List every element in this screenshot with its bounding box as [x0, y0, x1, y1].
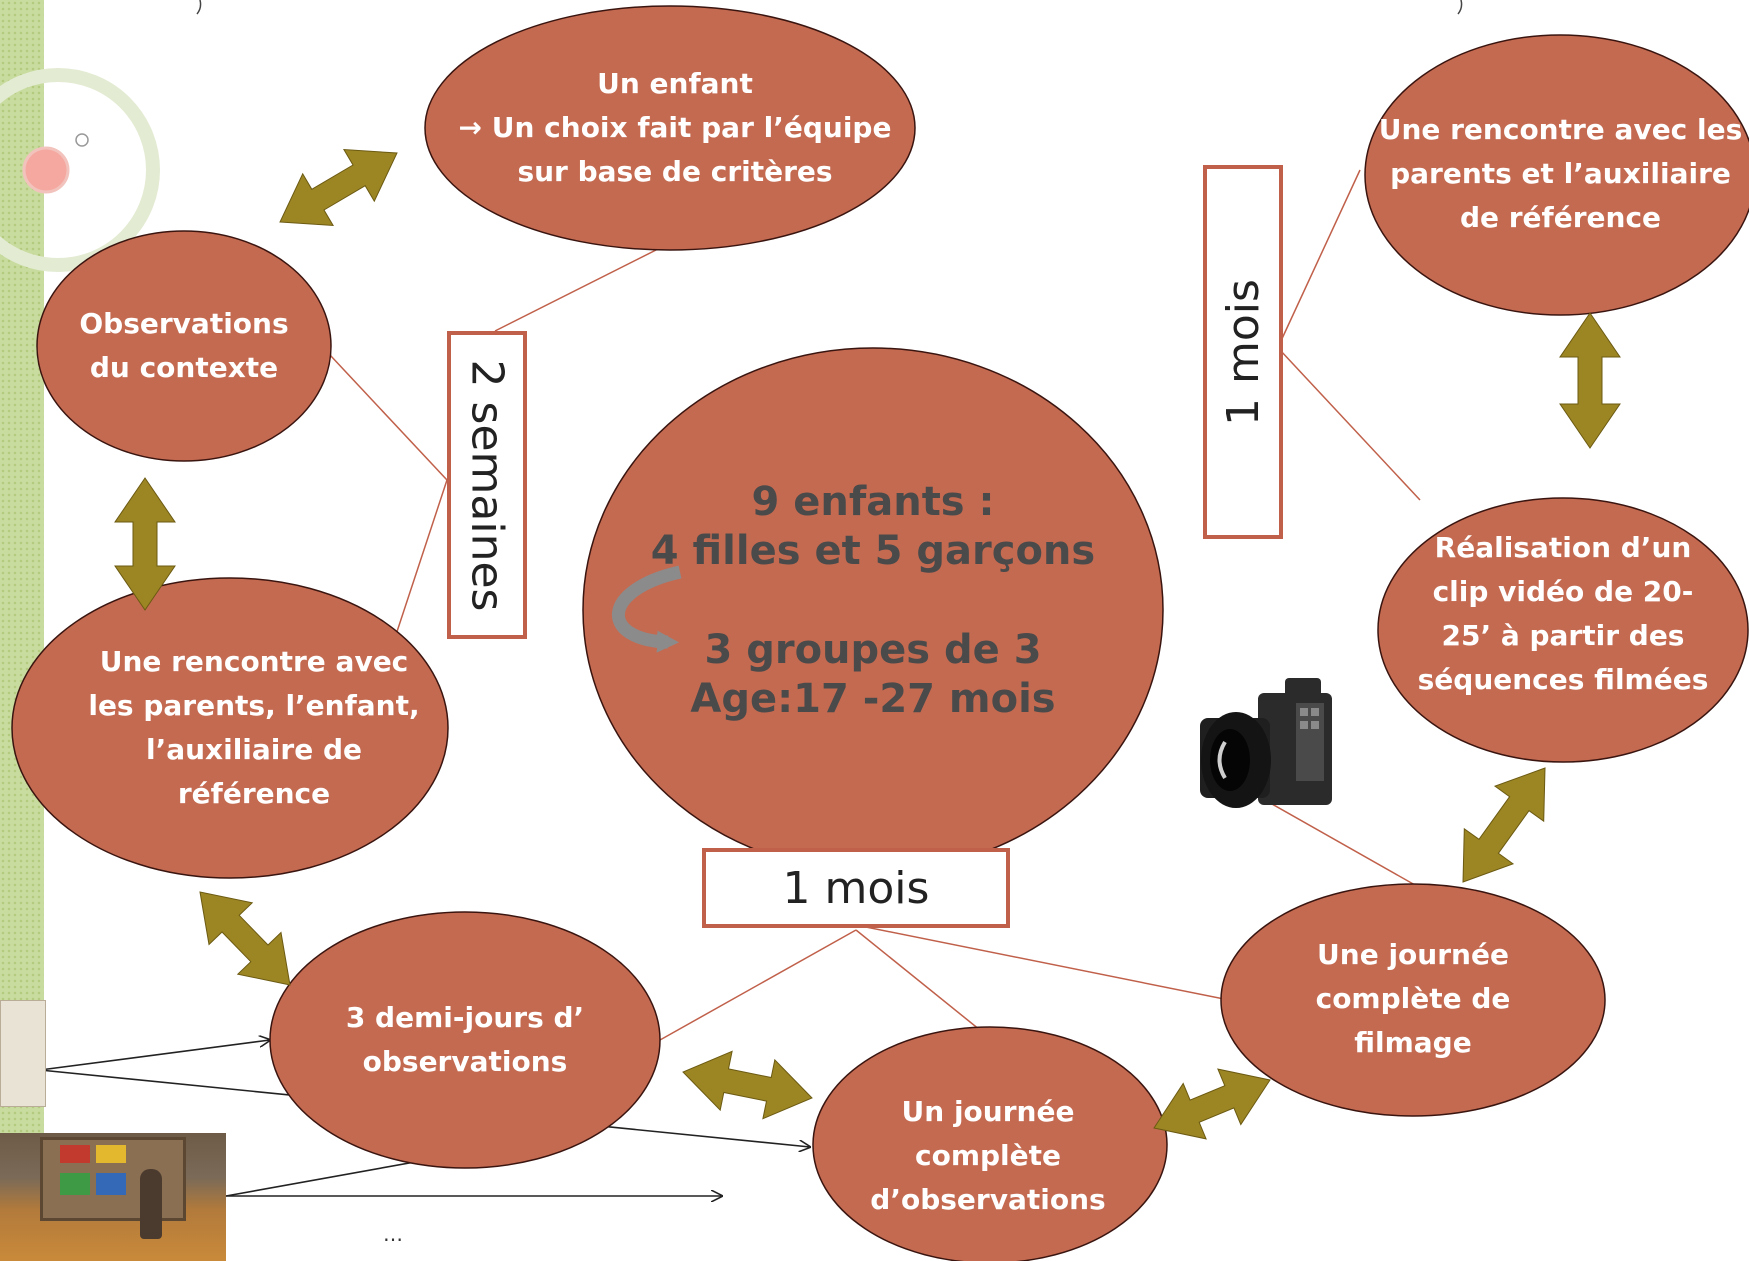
node-observations-contexte-label: Observations du contexte [79, 307, 289, 384]
duration-box-2-semaines: 2 semaines [447, 331, 527, 639]
handwritten-notes-thumbnail [0, 1000, 46, 1107]
node-center [582, 347, 1164, 873]
decorative-bubble-pink [22, 146, 70, 194]
observation-photo-thumbnail [0, 1133, 226, 1261]
connector-camera-to-filmage [1264, 799, 1416, 886]
duration-box-1-mois-bottom: 1 mois [702, 848, 1010, 928]
double-arrow-rencontre-to-demijours [199, 891, 291, 986]
duration-box-1-mois-right: 1 mois [1203, 165, 1283, 539]
center-age-line: Age:17 -27 mois [690, 676, 1056, 722]
node-demi-jours [269, 911, 661, 1169]
double-arrow-observations-to-rencontre [114, 477, 176, 611]
center-groups-line: 3 groupes de 3 [704, 627, 1042, 673]
connector-1mois-to-filmage [855, 924, 1230, 1001]
duration-label-1-mois-bottom: 1 mois [782, 862, 930, 914]
connector-1mois-to-journee [855, 929, 981, 1031]
node-un-enfant-label: Un enfant → Un choix fait par l’équipe s… [458, 67, 892, 188]
node-rencontre-parents-enfant-label: Une rencontre avec les parents, l’enfant… [88, 645, 420, 810]
duration-label-2-semaines: 2 semaines [461, 359, 513, 611]
node-journee-observations-label: Un journée complète d’observations [870, 1095, 1106, 1216]
node-journee-filmage [1220, 883, 1606, 1117]
center-count-line: 9 enfants : [751, 479, 995, 525]
decorative-ring [0, 68, 160, 272]
double-arrow-clip-to-rencontre [1559, 312, 1621, 449]
node-journee-filmage-label: Une journée complète de filmage [1315, 938, 1511, 1059]
video-camera-icon [1200, 678, 1332, 808]
node-rencontre-parents-auxiliaire-label: Une rencontre avec les parents et l’auxi… [1378, 113, 1743, 234]
node-realisation-clip-label: Réalisation d’un clip vidéo de 20- 25’ à… [1417, 531, 1709, 696]
connector-1mois-right-to-rencontre [1279, 169, 1361, 344]
node-realisation-clip [1377, 497, 1749, 763]
connector-1mois-right-to-clip [1279, 349, 1421, 501]
connector-1mois-to-demijours [659, 929, 857, 1041]
node-observations-contexte [36, 230, 332, 462]
continuation-ellipsis: … [383, 1222, 403, 1246]
arrow-notes-to-demijours [39, 1040, 270, 1071]
photo-child [140, 1169, 162, 1239]
center-gender-line: 4 filles et 5 garçons [650, 528, 1096, 574]
grey-curved-arrow [611, 565, 682, 653]
double-arrow-journee-to-filmage [1153, 1068, 1271, 1140]
connector-un-enfant-to-2semaines [494, 247, 661, 332]
photo-bin-green [60, 1173, 90, 1195]
node-rencontre-parents-auxiliaire [1364, 34, 1749, 316]
double-arrow-observations-to-un-enfant [279, 148, 398, 227]
top-right-border-curve [1457, 0, 1463, 15]
double-arrow-demijours-to-journee [682, 1050, 813, 1120]
connector-observations-to-2semaines [329, 354, 448, 481]
node-rencontre-parents-enfant [11, 577, 449, 879]
node-demi-jours-label: 3 demi-jours d’ observations [345, 1001, 585, 1078]
node-journee-observations [812, 1026, 1168, 1261]
node-un-enfant [424, 5, 916, 251]
duration-label-1-mois-right: 1 mois [1217, 278, 1269, 426]
photo-bin-red [60, 1145, 90, 1163]
photo-bin-yellow [96, 1145, 126, 1163]
top-left-border-curve [196, 0, 202, 15]
decorative-bubble-small [75, 133, 89, 147]
photo-bin-blue [96, 1173, 126, 1195]
double-arrow-filmage-to-clip [1462, 767, 1546, 883]
